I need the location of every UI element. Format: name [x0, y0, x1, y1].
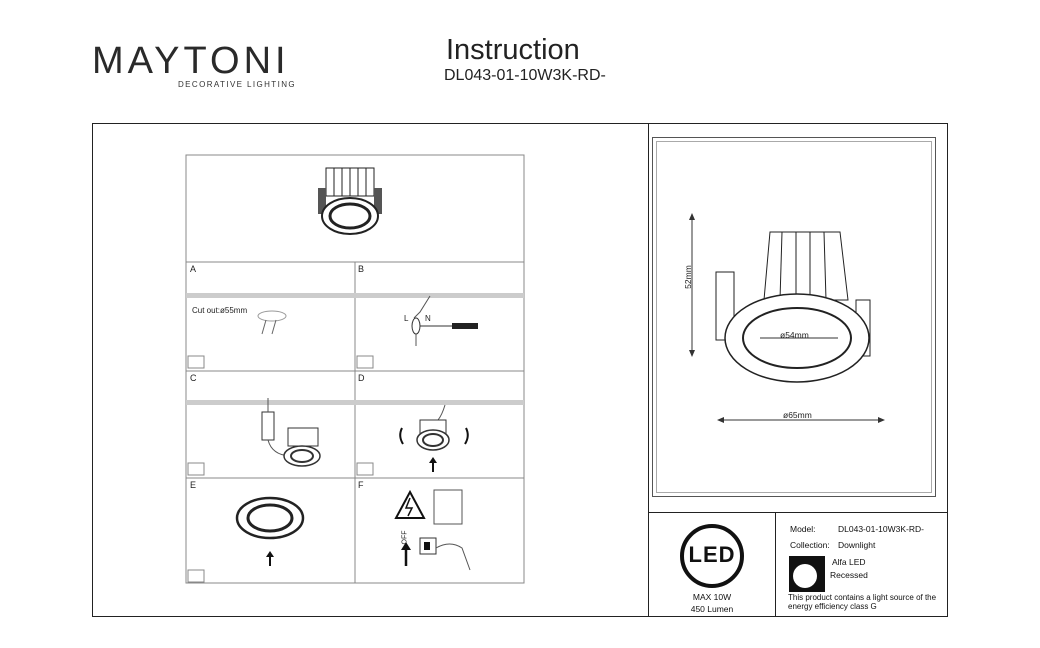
step-b-label: B	[358, 264, 365, 274]
dimension-drawing-frame	[652, 137, 936, 497]
wire-n-label: N	[425, 314, 431, 323]
instruction-sheet-frame	[92, 123, 948, 617]
page-title: Instruction	[446, 34, 580, 66]
model-value: DL043-01-10W3K-RD-	[838, 524, 924, 534]
dimension-fixture-drawing	[689, 213, 885, 423]
collection-label: Collection:	[790, 540, 830, 550]
brand-tagline: DECORATIVE LIGHTING	[178, 80, 297, 89]
step-d-label: D	[358, 373, 365, 383]
max-power-label: MAX 10W	[692, 592, 732, 602]
cut-out-note: Cut out:ø55mm	[192, 306, 248, 315]
type-recessed: Recessed	[830, 570, 868, 580]
switch-off-label: OFF	[401, 530, 409, 545]
type-alfa-led: Alfa LED	[832, 557, 866, 567]
model-label: Model:	[790, 524, 816, 534]
outer-diameter-label: ø65mm	[783, 410, 812, 420]
height-dimension-label: 52mm	[682, 265, 693, 289]
step-f-label: F	[358, 480, 364, 490]
energy-efficiency-note: This product contains a light source of …	[788, 593, 937, 611]
wire-l-label: L	[404, 314, 409, 323]
dimension-drawing-inner-frame	[656, 141, 932, 493]
step-c-label: C	[190, 373, 197, 383]
step-e-label: E	[190, 480, 197, 490]
led-badge-text: LED	[688, 542, 736, 567]
step-a-label: A	[190, 264, 197, 274]
model-code-heading: DL043-01-10W3K-RD-	[444, 67, 606, 84]
led-spec-divider	[775, 512, 776, 617]
inner-diameter-label: ø54mm	[780, 330, 809, 340]
horizontal-divider	[648, 512, 948, 513]
vertical-divider	[648, 123, 649, 617]
brand-logo: MAYTONI	[92, 40, 290, 82]
collection-value: Downlight	[838, 540, 876, 550]
lumen-label: 450 Lumen	[690, 604, 734, 614]
fixture-overview-drawing	[318, 167, 382, 235]
